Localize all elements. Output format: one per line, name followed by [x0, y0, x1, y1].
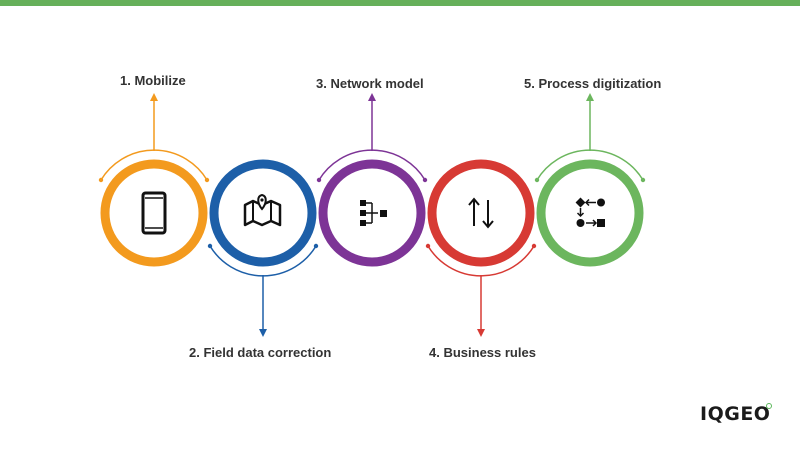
step-5-label: 5. Process digitization [524, 76, 662, 91]
arrows-up-down-icon [468, 197, 494, 229]
step-1-circle [100, 159, 208, 267]
top-accent-bar [0, 0, 800, 6]
map-pin-icon [243, 193, 282, 227]
step-5-circle [536, 159, 644, 267]
step-1-node [98, 93, 210, 267]
step-2-node [207, 159, 319, 337]
step-5-node [534, 93, 646, 267]
step-2-label: 2. Field data correction [189, 345, 332, 360]
step-4-label: 4. Business rules [429, 345, 536, 360]
step-4-circle [427, 159, 535, 267]
step-2-circle [209, 159, 317, 267]
step-1-label: 1. Mobilize [120, 73, 186, 88]
step-3-node [316, 93, 428, 267]
step-3-label: 3. Network model [316, 76, 424, 91]
hierarchy-icon [360, 200, 387, 226]
logo-ring-icon [766, 403, 772, 409]
step-4-node [425, 159, 537, 337]
phone-icon [141, 191, 167, 235]
iqgeo-logo: IQGEO [700, 403, 771, 425]
process-flow-icon [575, 197, 605, 227]
